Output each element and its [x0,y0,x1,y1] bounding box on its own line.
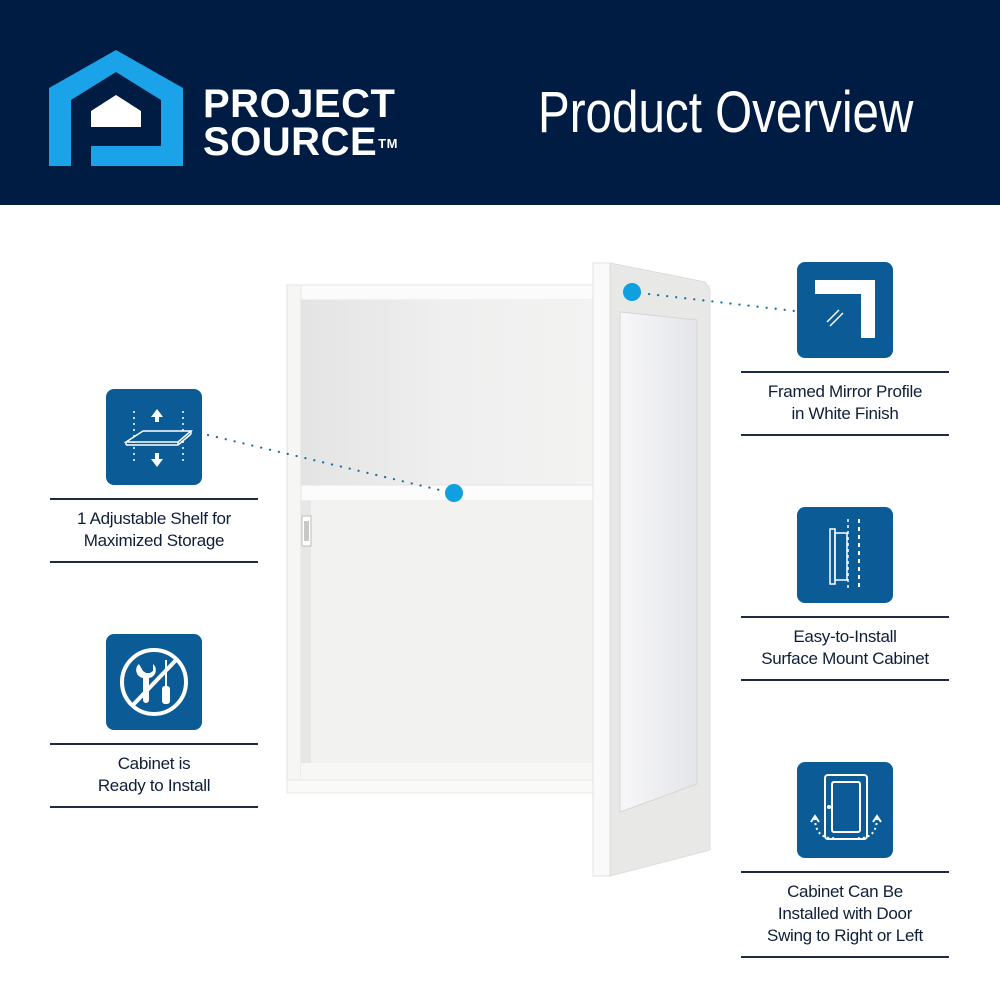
callout-dot-mirror [623,283,641,301]
divider [741,371,949,373]
divider [50,561,258,563]
mirror-frame-profile-icon [797,262,893,358]
feature-label: Easy-to-Install Surface Mount Cabinet [761,627,929,668]
header-banner: PROJECT SOURCETM Product Overview [0,0,1000,205]
brand-line1: PROJECT [203,82,396,126]
feature-ready-to-install: Cabinet is Ready to Install [50,634,258,808]
adjustable-shelf-icon [106,389,202,485]
page-title: Product Overview [538,80,914,145]
divider [50,806,258,808]
feature-label: Framed Mirror Profile in White Finish [767,382,923,423]
feature-label: Cabinet is Ready to Install [97,754,211,795]
project-source-logo-icon [49,50,183,166]
feature-reversible-door: Cabinet Can Be Installed with Door Swing… [741,762,949,958]
divider [741,616,949,618]
feature-label: 1 Adjustable Shelf for Maximized Storage [76,509,232,550]
no-tools-icon [106,634,202,730]
feature-surface-mount: Easy-to-Install Surface Mount Cabinet [741,507,949,681]
feature-framed-mirror: Framed Mirror Profile in White Finish [741,262,949,436]
surface-mount-icon [797,507,893,603]
divider [741,871,949,873]
callout-dot-shelf [445,484,463,502]
divider [50,498,258,500]
feature-adjustable-shelf: 1 Adjustable Shelf for Maximized Storage [50,389,258,563]
brand-wordmark: PROJECT SOURCETM [203,82,398,164]
divider [741,956,949,958]
brand-line2: SOURCE [203,120,378,164]
reversible-door-icon [797,762,893,858]
feature-label: Cabinet Can Be Installed with Door Swing… [767,882,923,945]
trademark: TM [378,136,398,151]
divider [741,679,949,681]
divider [741,434,949,436]
divider [50,743,258,745]
